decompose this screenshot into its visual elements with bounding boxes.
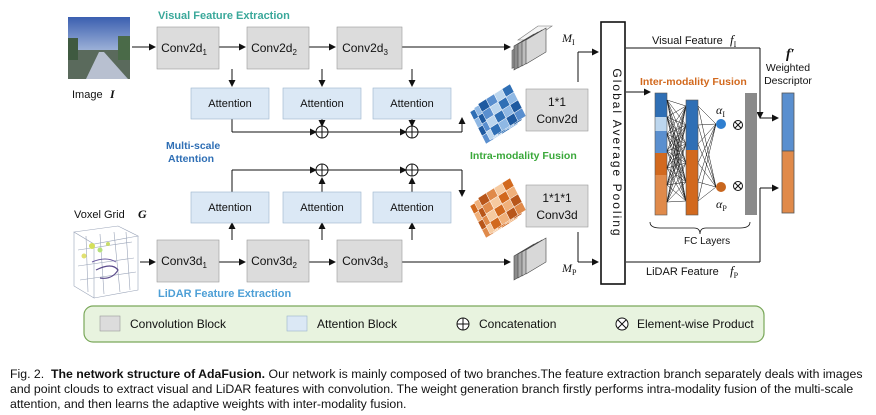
visual-branch-arrows bbox=[132, 43, 599, 136]
product-symbols bbox=[733, 120, 743, 191]
lidar-attention-block-1: Attention bbox=[190, 191, 270, 224]
visual-attention-block-1: Attention bbox=[190, 87, 270, 120]
lidar-feature-symbol: fP bbox=[730, 263, 739, 280]
concat-icon-v1 bbox=[315, 125, 329, 139]
svg-text:1*1*1: 1*1*1 bbox=[542, 191, 572, 205]
visual-fused-feature-map bbox=[469, 83, 527, 145]
svg-text:Conv2d1: Conv2d1 bbox=[161, 41, 207, 57]
lidar-fused-feature-map bbox=[469, 177, 527, 239]
input-image-thumbnail bbox=[68, 17, 130, 79]
svg-text:Attention: Attention bbox=[390, 202, 433, 214]
legend-product-icon bbox=[615, 317, 629, 331]
image-symbol: I bbox=[109, 87, 116, 101]
svg-text:Global Average Pooling: Global Average Pooling bbox=[610, 68, 624, 237]
legend: Convolution Block Attention Block Concat… bbox=[83, 305, 765, 343]
lidar-attention-block-3: Attention bbox=[372, 191, 452, 224]
visual-attention-block-2: Attention bbox=[282, 87, 362, 120]
image-label: Image bbox=[72, 89, 103, 101]
conv3d-block-3: Conv3d3 bbox=[336, 239, 403, 283]
legend-concat-icon bbox=[456, 317, 470, 331]
svg-text:Conv3d1: Conv3d1 bbox=[161, 254, 207, 270]
weighted-symbol: f′ bbox=[786, 47, 795, 62]
conv3d-fuse-block: 1*1*1 Conv3d bbox=[525, 184, 589, 228]
voxel-symbol: G bbox=[138, 207, 147, 221]
visual-extraction-title: Visual Feature Extraction bbox=[158, 10, 290, 22]
legend-attention-label: Attention Block bbox=[317, 317, 398, 331]
alpha-i-label: αI bbox=[716, 103, 725, 119]
m-p-feature-stack bbox=[513, 237, 547, 281]
multiscale-label-2: Attention bbox=[168, 153, 214, 165]
fc-bracket bbox=[649, 221, 751, 235]
conv2d-block-2: Conv2d2 bbox=[246, 26, 310, 70]
svg-text:Conv2d2: Conv2d2 bbox=[251, 41, 297, 57]
fc-layer-input bbox=[654, 92, 668, 216]
weighted-descriptor bbox=[781, 92, 795, 214]
svg-text:Conv2d: Conv2d bbox=[536, 112, 577, 126]
fc-layers-label: FC Layers bbox=[684, 236, 730, 247]
weighted-label-1: Weighted bbox=[766, 62, 810, 74]
svg-text:Attention: Attention bbox=[390, 98, 433, 110]
weighted-label-2: Descriptor bbox=[764, 75, 812, 87]
caption-bold: The network structure of AdaFusion. bbox=[51, 367, 266, 381]
conv2d-fuse-block: 1*1 Conv2d bbox=[525, 88, 589, 132]
visual-feature-label: Visual Feature bbox=[652, 35, 723, 47]
m-i-label: MI bbox=[561, 31, 575, 47]
legend-product-label: Element-wise Product bbox=[637, 317, 754, 331]
voxel-label: Voxel Grid bbox=[74, 209, 125, 221]
fc-connections bbox=[666, 99, 717, 203]
svg-text:Attention: Attention bbox=[300, 98, 343, 110]
concat-icon-v2 bbox=[405, 125, 419, 139]
svg-text:Attention: Attention bbox=[300, 202, 343, 214]
svg-text:Attention: Attention bbox=[208, 98, 251, 110]
product-icon-i bbox=[733, 120, 743, 130]
lidar-attention-block-2: Attention bbox=[282, 191, 362, 224]
concat-icon-l2 bbox=[405, 163, 419, 177]
svg-text:Attention: Attention bbox=[208, 202, 251, 214]
legend-concat-label: Concatenation bbox=[479, 317, 556, 331]
fc-layer-hidden bbox=[685, 99, 699, 216]
inter-fusion-label: Inter-modality Fusion bbox=[640, 76, 747, 88]
lidar-extraction-title: LiDAR Feature Extraction bbox=[158, 288, 292, 300]
concat-symbols bbox=[315, 125, 419, 177]
product-icon-p bbox=[733, 181, 743, 191]
caption-text: Our network is mainly composed of two br… bbox=[10, 367, 863, 411]
svg-text:Conv3d: Conv3d bbox=[536, 208, 577, 222]
legend-conv-swatch bbox=[99, 315, 121, 332]
feature-output-arrows bbox=[626, 47, 779, 263]
visual-feature-symbol: fI bbox=[730, 32, 737, 49]
svg-text:Conv3d3: Conv3d3 bbox=[342, 254, 388, 270]
intra-fusion-label: Intra-modality Fusion bbox=[470, 150, 577, 162]
alpha-p-label: αP bbox=[716, 197, 727, 213]
legend-conv-label: Convolution Block bbox=[130, 317, 227, 331]
m-i-feature-stack bbox=[511, 25, 553, 71]
caption-prefix: Fig. 2. bbox=[10, 367, 45, 381]
svg-text:Conv2d3: Conv2d3 bbox=[342, 41, 388, 57]
concat-bar bbox=[745, 93, 757, 215]
conv2d-block-1: Conv2d1 bbox=[156, 26, 220, 70]
concat-icon-l1 bbox=[315, 163, 329, 177]
svg-text:Conv3d2: Conv3d2 bbox=[251, 254, 297, 270]
multiscale-label-1: Multi-scale bbox=[166, 140, 220, 152]
voxel-grid-thumbnail bbox=[73, 225, 139, 299]
legend-attention-swatch bbox=[286, 315, 308, 332]
visual-attention-block-3: Attention bbox=[372, 87, 452, 120]
conv3d-block-1: Conv3d1 bbox=[156, 239, 220, 283]
figure-caption: Fig. 2. The network structure of AdaFusi… bbox=[10, 367, 868, 412]
conv3d-block-2: Conv3d2 bbox=[246, 239, 310, 283]
conv2d-block-3: Conv2d3 bbox=[336, 26, 403, 70]
alpha-i-node bbox=[716, 119, 726, 129]
lidar-feature-label: LiDAR Feature bbox=[646, 266, 719, 278]
svg-text:1*1: 1*1 bbox=[548, 95, 566, 109]
global-average-pooling-block: Global Average Pooling bbox=[600, 21, 626, 285]
alpha-p-node bbox=[716, 182, 726, 192]
m-p-label: MP bbox=[561, 261, 577, 277]
